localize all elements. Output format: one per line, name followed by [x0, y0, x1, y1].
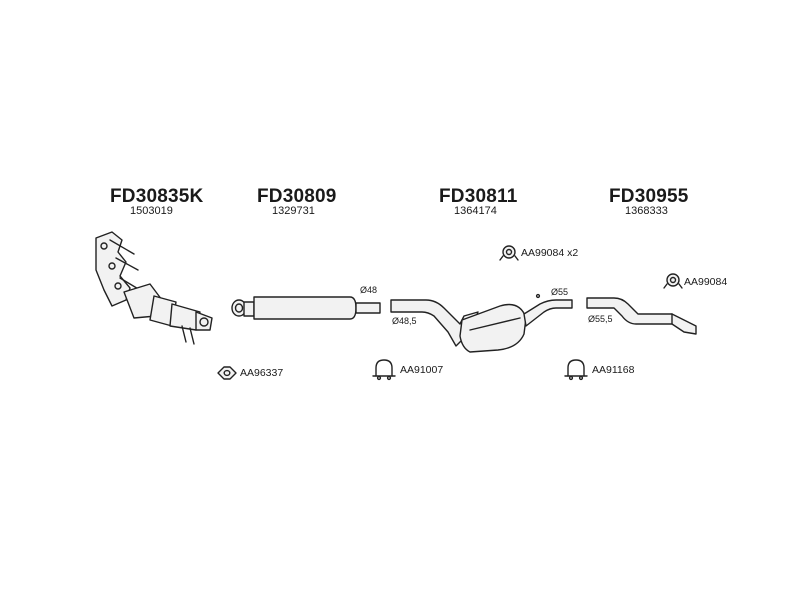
diameter-label-3: Ø55 — [551, 287, 569, 297]
front-silencer-part — [231, 296, 381, 320]
diameter-label-4: Ø55,5 — [588, 314, 613, 324]
u-clamp-icon — [564, 359, 588, 381]
center-muffler-part — [390, 293, 573, 353]
accessory-label-1: AA99084 x2 — [521, 247, 579, 259]
clamp-round-icon — [499, 245, 519, 261]
part-code-2: FD30809 — [257, 186, 337, 207]
gasket-icon — [217, 366, 237, 380]
part-code-1: FD30835K — [110, 186, 204, 207]
accessory-label-3: AA96337 — [240, 367, 284, 379]
part-ref-3: 1364174 — [454, 205, 497, 217]
part-code-3: FD30811 — [439, 186, 518, 207]
u-clamp-icon — [372, 359, 396, 381]
part-ref-1: 1503019 — [130, 205, 173, 217]
tailpipe-part — [586, 297, 697, 335]
accessory-label-4: AA91007 — [400, 364, 444, 376]
part-ref-4: 1368333 — [625, 205, 668, 217]
diameter-label-1: Ø48 — [360, 285, 378, 295]
accessory-label-5: AA91168 — [592, 364, 635, 376]
accessory-label-2: AA99084 — [684, 276, 728, 288]
part-ref-2: 1329731 — [272, 205, 315, 217]
part-code-4: FD30955 — [609, 186, 689, 207]
diameter-label-2: Ø48,5 — [392, 316, 417, 326]
clamp-round-icon — [663, 273, 683, 289]
manifold-catalyst-part — [95, 231, 213, 345]
